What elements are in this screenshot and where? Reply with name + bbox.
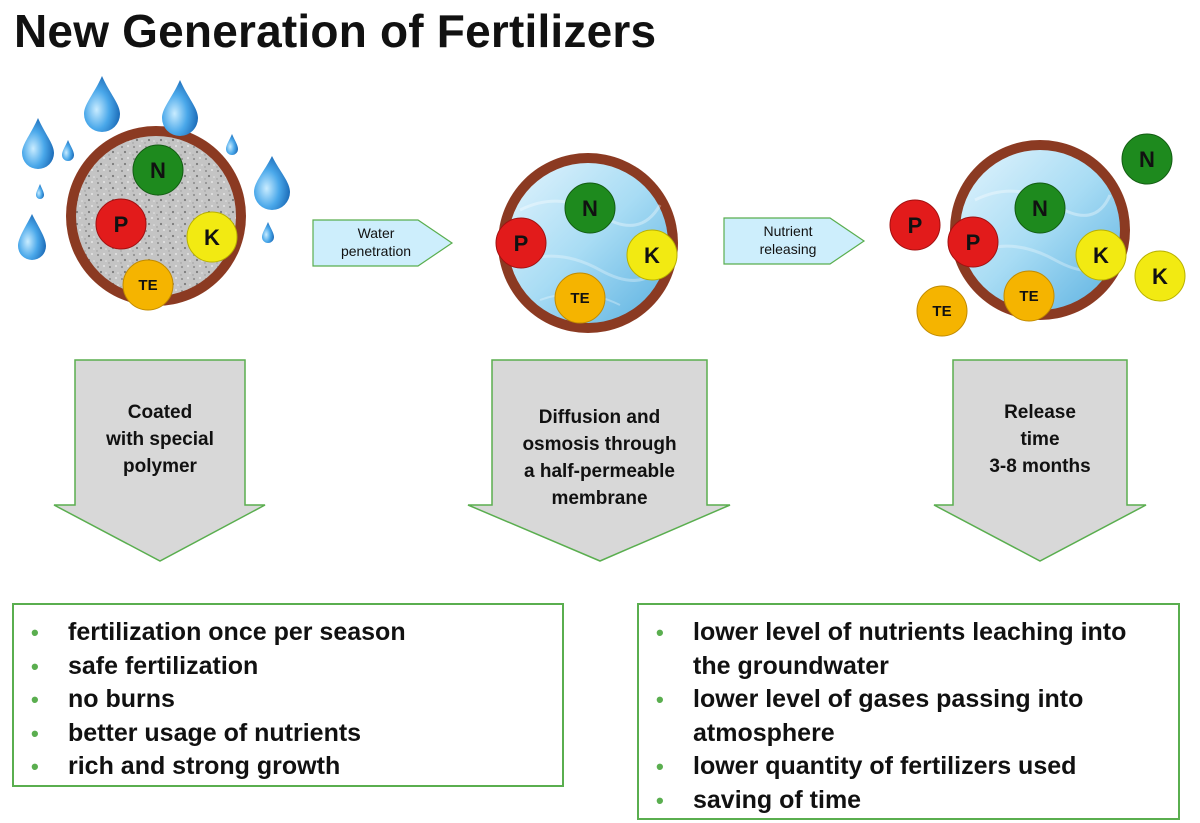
nutrient-n: N — [564, 182, 616, 234]
nutrient-k: K — [626, 229, 678, 281]
label-line: Diffusion and — [538, 407, 661, 428]
nutrient-n: N — [1014, 182, 1066, 234]
list-item: lower level of nutrients leaching into t… — [639, 616, 1158, 683]
svg-text:K: K — [204, 225, 220, 250]
page-title: New Generation of Fertilizers — [14, 5, 657, 57]
label-line: membrane — [551, 488, 648, 509]
benefits-box-right: lower level of nutrients leaching into t… — [637, 603, 1180, 820]
svg-text:TE: TE — [932, 303, 951, 320]
process-arrow-nutrient-releasing: Nutrient releasing — [723, 217, 866, 265]
list-item: safe fertilization — [14, 650, 562, 684]
nutrient-k: K — [186, 211, 238, 263]
svg-text:P: P — [114, 212, 129, 237]
released-nutrient-te: TE — [916, 285, 968, 337]
svg-text:K: K — [1093, 243, 1109, 268]
svg-text:TE: TE — [138, 277, 157, 294]
nutrient-te: TE — [554, 272, 606, 324]
label-line: Coated — [127, 402, 193, 423]
arrow-label-line: Nutrient — [763, 223, 812, 239]
label-line: Release — [1004, 402, 1076, 423]
water-drop-icon — [162, 80, 198, 136]
water-drop-icon — [84, 76, 120, 132]
released-nutrient-n: N — [1121, 133, 1173, 185]
nutrient-te: TE — [1003, 270, 1055, 322]
list-item: lower level of gases passing into atmosp… — [639, 683, 1158, 750]
svg-text:N: N — [1032, 196, 1048, 221]
label-line: 3-8 months — [989, 456, 1091, 477]
svg-text:N: N — [1139, 147, 1155, 172]
svg-text:P: P — [514, 231, 529, 256]
down-arrow-coated — [53, 359, 266, 562]
label-line: a half-permeable — [524, 461, 675, 482]
down-arrow-label-diffusion: Diffusion and osmosis through a half-per… — [492, 404, 707, 512]
nutrient-p: P — [495, 217, 547, 269]
list-item: rich and strong growth — [14, 750, 562, 784]
arrow-label-line: Water — [358, 225, 395, 241]
list-item: better usage of nutrients — [14, 717, 562, 751]
water-drops — [18, 76, 290, 260]
process-arrow-water-penetration: Water penetration — [312, 219, 454, 267]
nutrient-k: K — [1075, 229, 1127, 281]
water-drop-icon — [36, 184, 44, 199]
svg-text:P: P — [966, 230, 981, 255]
down-arrow-label-coated: Coated with special polymer — [75, 399, 245, 480]
released-nutrient-p: P — [889, 199, 941, 251]
nutrient-te: TE — [122, 259, 174, 311]
label-line: osmosis through — [522, 434, 677, 455]
water-drop-icon — [262, 222, 274, 243]
nutrient-p: P — [947, 216, 999, 268]
label-line: time — [1020, 429, 1060, 450]
svg-text:N: N — [582, 196, 598, 221]
arrow-label-line: penetration — [341, 243, 411, 259]
svg-text:TE: TE — [1019, 288, 1038, 305]
down-arrow-label-release-time: Release time 3-8 months — [953, 399, 1127, 480]
released-nutrient-k: K — [1134, 250, 1186, 302]
svg-text:K: K — [1152, 264, 1168, 289]
arrow-label-line: releasing — [760, 241, 817, 257]
list-item: fertilization once per season — [14, 616, 562, 650]
nutrient-n: N — [132, 144, 184, 196]
granule-core — [508, 163, 668, 323]
water-drop-icon — [254, 156, 290, 210]
down-arrow-release-time — [933, 359, 1147, 562]
benefits-box-left: fertilization once per season safe ferti… — [12, 603, 564, 787]
svg-text:N: N — [150, 158, 166, 183]
granule-diffusion — [498, 153, 678, 333]
water-drop-icon — [18, 214, 46, 260]
water-drop-icon — [226, 134, 238, 155]
list-item: saving of time — [639, 784, 1158, 818]
svg-text:P: P — [908, 213, 923, 238]
svg-text:TE: TE — [570, 290, 589, 307]
water-drop-icon — [62, 140, 74, 161]
list-item: no burns — [14, 683, 562, 717]
benefits-list: fertilization once per season safe ferti… — [14, 616, 562, 784]
benefits-list: lower level of nutrients leaching into t… — [639, 616, 1158, 817]
label-line: with special — [106, 429, 214, 450]
water-drop-icon — [22, 118, 54, 169]
down-arrow-diffusion — [467, 359, 731, 562]
list-item: lower quantity of fertilizers used — [639, 750, 1158, 784]
nutrient-p: P — [95, 198, 147, 250]
label-line: polymer — [123, 456, 197, 477]
svg-text:K: K — [644, 243, 660, 268]
